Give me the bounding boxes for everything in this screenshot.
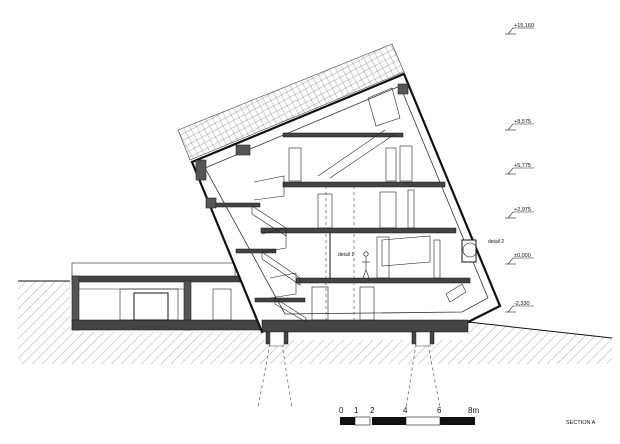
annex-building [71,262,268,331]
detail-2-label: detail 2 [488,239,504,245]
scale-tick-label: 0 [339,406,344,415]
level-marker: +8,575 [505,119,534,131]
level-marker: +5,775 [505,163,534,175]
level-marker: -2,330 [505,301,534,313]
detail-1-label: detail 1 [338,252,354,258]
level-marker: +15,160 [505,23,534,35]
level-markers: +15,160 +8,575 +5,775 +2,975 ±0,000 -2,3… [505,23,534,313]
level-marker: ±0,000 [505,253,534,265]
scale-tick-label: 8m [468,406,479,415]
level-label: -2,330 [514,301,530,307]
scale-tick-label: 4 [403,406,408,415]
ground-hatch [18,280,613,364]
scale-tick-label: 2 [370,406,375,415]
section-title: SECTION A [566,420,596,426]
level-marker: +2,975 [505,207,534,219]
level-label: +15,160 [514,23,534,29]
scale-tick-label: 6 [437,406,442,415]
scale-bar: 0 1 2 4 6 8m [339,406,479,426]
level-label: +5,775 [514,163,531,169]
level-label: +8,575 [514,119,531,125]
scale-tick-label: 1 [354,406,359,415]
detail-labels: detail 1 detail 2 [338,239,504,258]
tilted-building [177,43,502,409]
level-label: +2,975 [514,207,531,213]
level-label: ±0,000 [514,253,531,259]
